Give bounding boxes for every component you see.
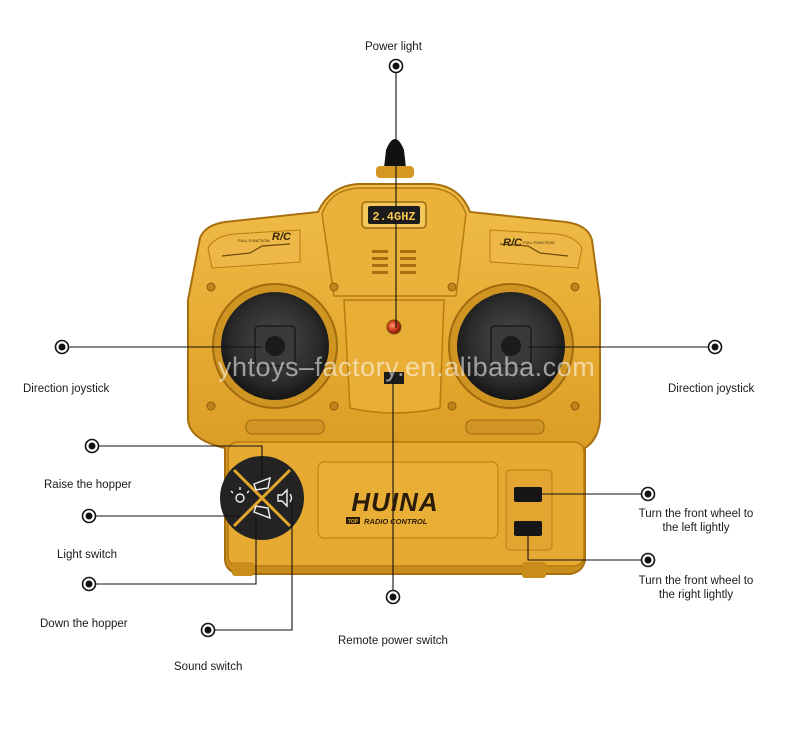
rc-left-label: R/C (272, 231, 292, 243)
left-joystick[interactable] (212, 283, 338, 409)
label-direction-joystick-right: Direction joystick (668, 383, 755, 395)
label-power-light: Power light (365, 41, 422, 53)
callout-marker-dot-front-wheel-right (644, 556, 652, 564)
sound-icon (277, 488, 293, 508)
label-down-hopper: Down the hopper (40, 618, 128, 630)
callout-marker-dot-raise-hopper (88, 442, 96, 450)
leader-line-down-hopper (89, 518, 257, 585)
rc-right-label: R/C (503, 237, 523, 249)
raise-hopper-icon (253, 476, 271, 491)
callout-marker-dot-remote-power-switch (389, 593, 397, 601)
label-front-wheel-left-line2: the left lightly (662, 522, 730, 534)
callout-markers (54, 58, 723, 638)
label-front-wheel-right-line2: the right lightly (658, 589, 734, 601)
brand-plate (317, 461, 499, 539)
label-front-wheel-right-line1: Turn the front wheel to (638, 575, 754, 587)
wheel-switch-panel (505, 469, 553, 551)
function-button-pad[interactable] (220, 456, 304, 540)
label-remote-power-switch: Remote power switch (338, 635, 448, 647)
leader-line-sound-switch (208, 500, 293, 631)
brand-badge: TOP (348, 519, 359, 525)
callout-marker-dot-front-wheel-left (644, 490, 652, 498)
power-light (386, 319, 402, 335)
watermark: yhtoys–factory.en.alibaba.com (218, 352, 596, 382)
antenna (376, 139, 414, 178)
callout-marker-dot-power-light (392, 62, 400, 70)
frequency-label: 2.4GHZ (372, 210, 415, 224)
label-sound-switch: Sound switch (174, 661, 243, 673)
callout-marker-dot-joystick-left (58, 343, 66, 351)
rc-left-sub-label: FULL FUNCTION (238, 238, 270, 243)
label-light-switch: Light switch (57, 549, 118, 561)
leader-line-raise-hopper (92, 445, 263, 478)
brand-logo: HUINA (351, 487, 438, 517)
callout-marker-dot-light-switch (85, 512, 93, 520)
leader-line-front-wheel-right (527, 528, 648, 561)
light-icon (230, 487, 250, 503)
label-raise-hopper: Raise the hopper (44, 479, 132, 491)
callout-marker-dot-down-hopper (85, 580, 93, 588)
brand-subtitle: RADIO CONTROL (364, 517, 428, 526)
callout-marker-dot-joystick-right (711, 343, 719, 351)
callout-lines (62, 66, 715, 631)
callout-marker-dot-sound-switch (204, 626, 212, 634)
right-joystick[interactable] (448, 283, 574, 409)
label-front-wheel-left-line1: Turn the front wheel to (638, 508, 754, 520)
rc-right-sub-label: FULL FUNCTION (523, 240, 555, 245)
label-direction-joystick-left: Direction joystick (23, 383, 110, 395)
down-hopper-icon (253, 505, 271, 520)
